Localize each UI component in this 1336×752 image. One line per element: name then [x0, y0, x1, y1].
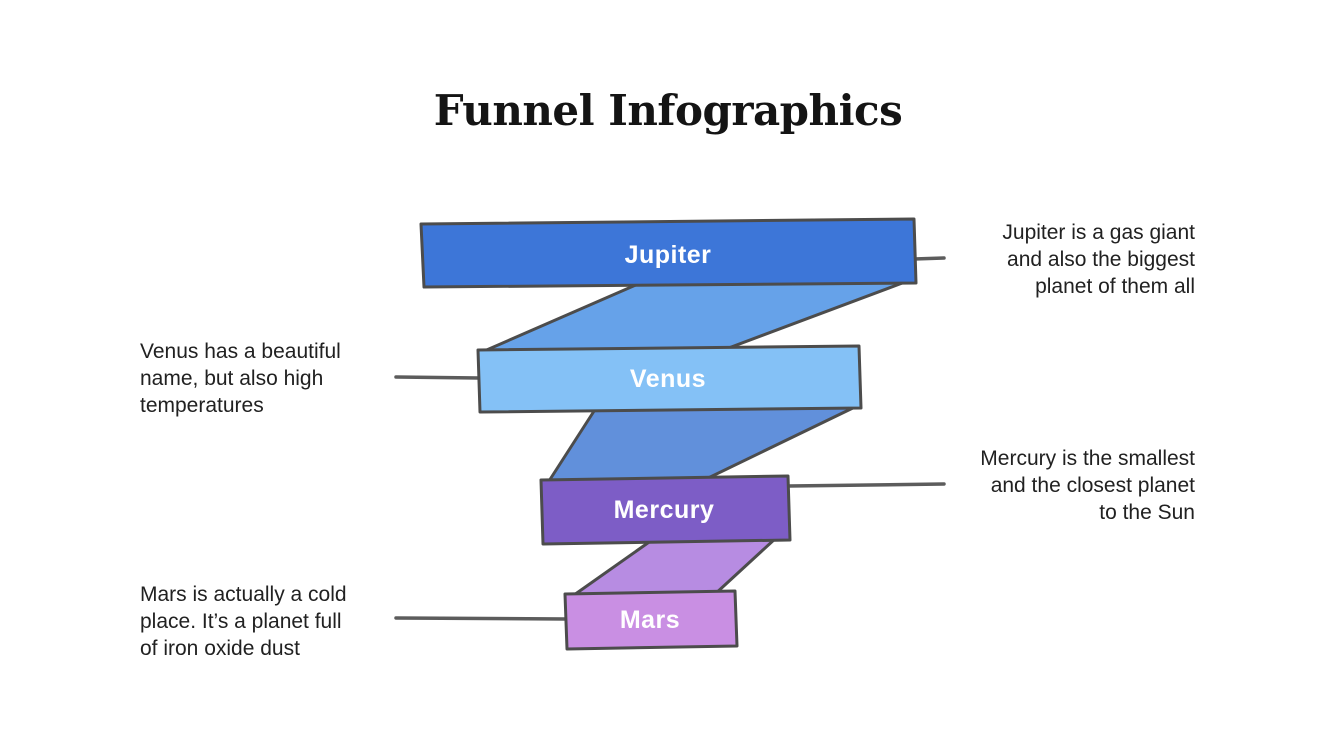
mars-callout-line	[394, 616, 568, 621]
connector-jupiter-venus	[480, 280, 907, 354]
jupiter-bar-label: Jupiter	[625, 241, 712, 269]
venus-bar-label: Venus	[630, 365, 706, 393]
connector-venus-mercury	[547, 404, 859, 483]
mercury-callout-line	[787, 482, 946, 488]
jupiter-callout-line	[912, 256, 946, 261]
jupiter-bar-shape	[419, 217, 918, 289]
venus-bar-shape	[476, 344, 863, 414]
mercury-bar-label: Mercury	[614, 496, 715, 524]
connector-mercury-mars	[572, 536, 778, 597]
page-title: Funnel Infographics	[433, 86, 903, 135]
venus-callout-line	[394, 375, 481, 380]
venus-description: Venus has a beautiful name, but also hig…	[140, 340, 341, 417]
mars-bar-shape	[563, 589, 739, 651]
jupiter-description: Jupiter is a gas giant and also the bigg…	[1002, 221, 1195, 298]
mars-description: Mars is actually a cold place. It’s a pl…	[140, 583, 347, 660]
mercury-bar-shape	[539, 474, 792, 546]
mars-bar-label: Mars	[620, 606, 680, 634]
mercury-description: Mercury is the smallest and the closest …	[980, 447, 1195, 524]
